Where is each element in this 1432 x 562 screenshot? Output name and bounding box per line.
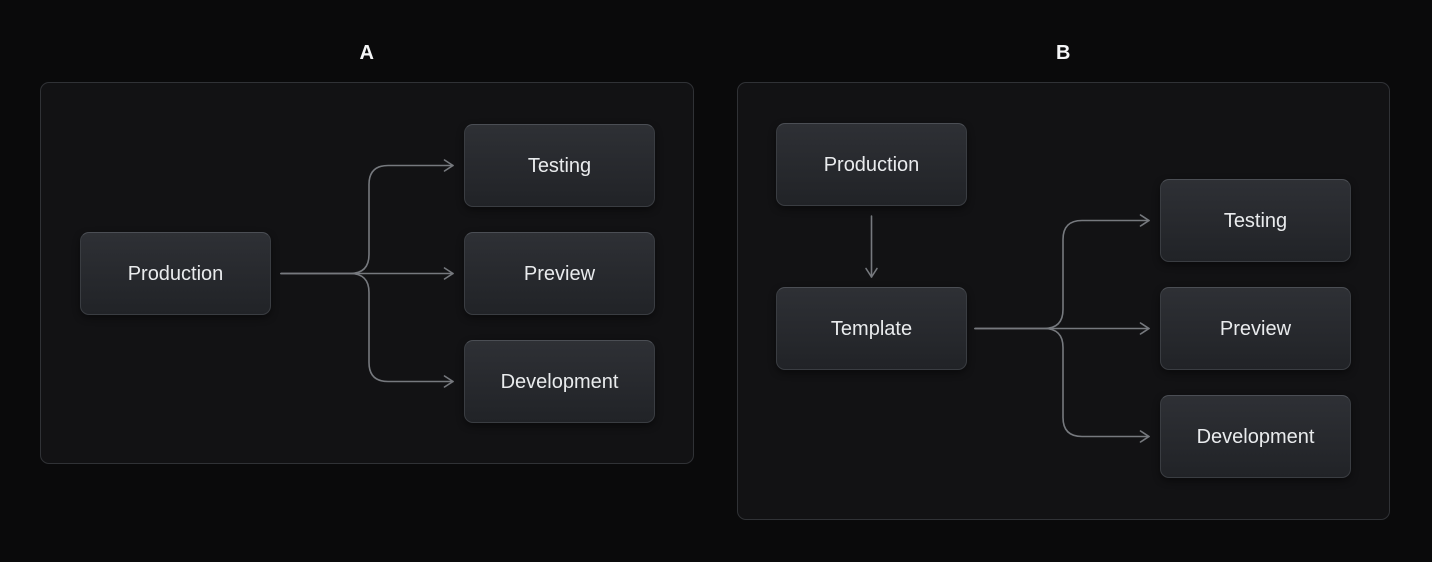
node-b-testing: Testing xyxy=(1160,179,1351,262)
node-b-production-label: Production xyxy=(823,153,920,176)
node-b-production: Production xyxy=(776,123,967,206)
node-b-template: Template xyxy=(776,287,967,370)
node-a-testing-label: Testing xyxy=(527,154,592,177)
node-b-preview: Preview xyxy=(1160,287,1351,370)
node-a-testing: Testing xyxy=(464,124,655,207)
diagram-a-label: A xyxy=(359,42,375,64)
node-a-production: Production xyxy=(80,232,271,315)
node-a-preview-label: Preview xyxy=(523,262,596,285)
node-a-preview: Preview xyxy=(464,232,655,315)
node-a-development: Development xyxy=(464,340,655,423)
node-b-development: Development xyxy=(1160,395,1351,478)
node-a-production-label: Production xyxy=(127,262,224,285)
node-b-preview-label: Preview xyxy=(1219,317,1292,340)
node-b-development-label: Development xyxy=(1196,425,1315,448)
node-b-template-label: Template xyxy=(830,317,913,340)
diagram-b-label: B xyxy=(1056,42,1071,64)
node-a-development-label: Development xyxy=(500,370,619,393)
node-b-testing-label: Testing xyxy=(1223,209,1288,232)
